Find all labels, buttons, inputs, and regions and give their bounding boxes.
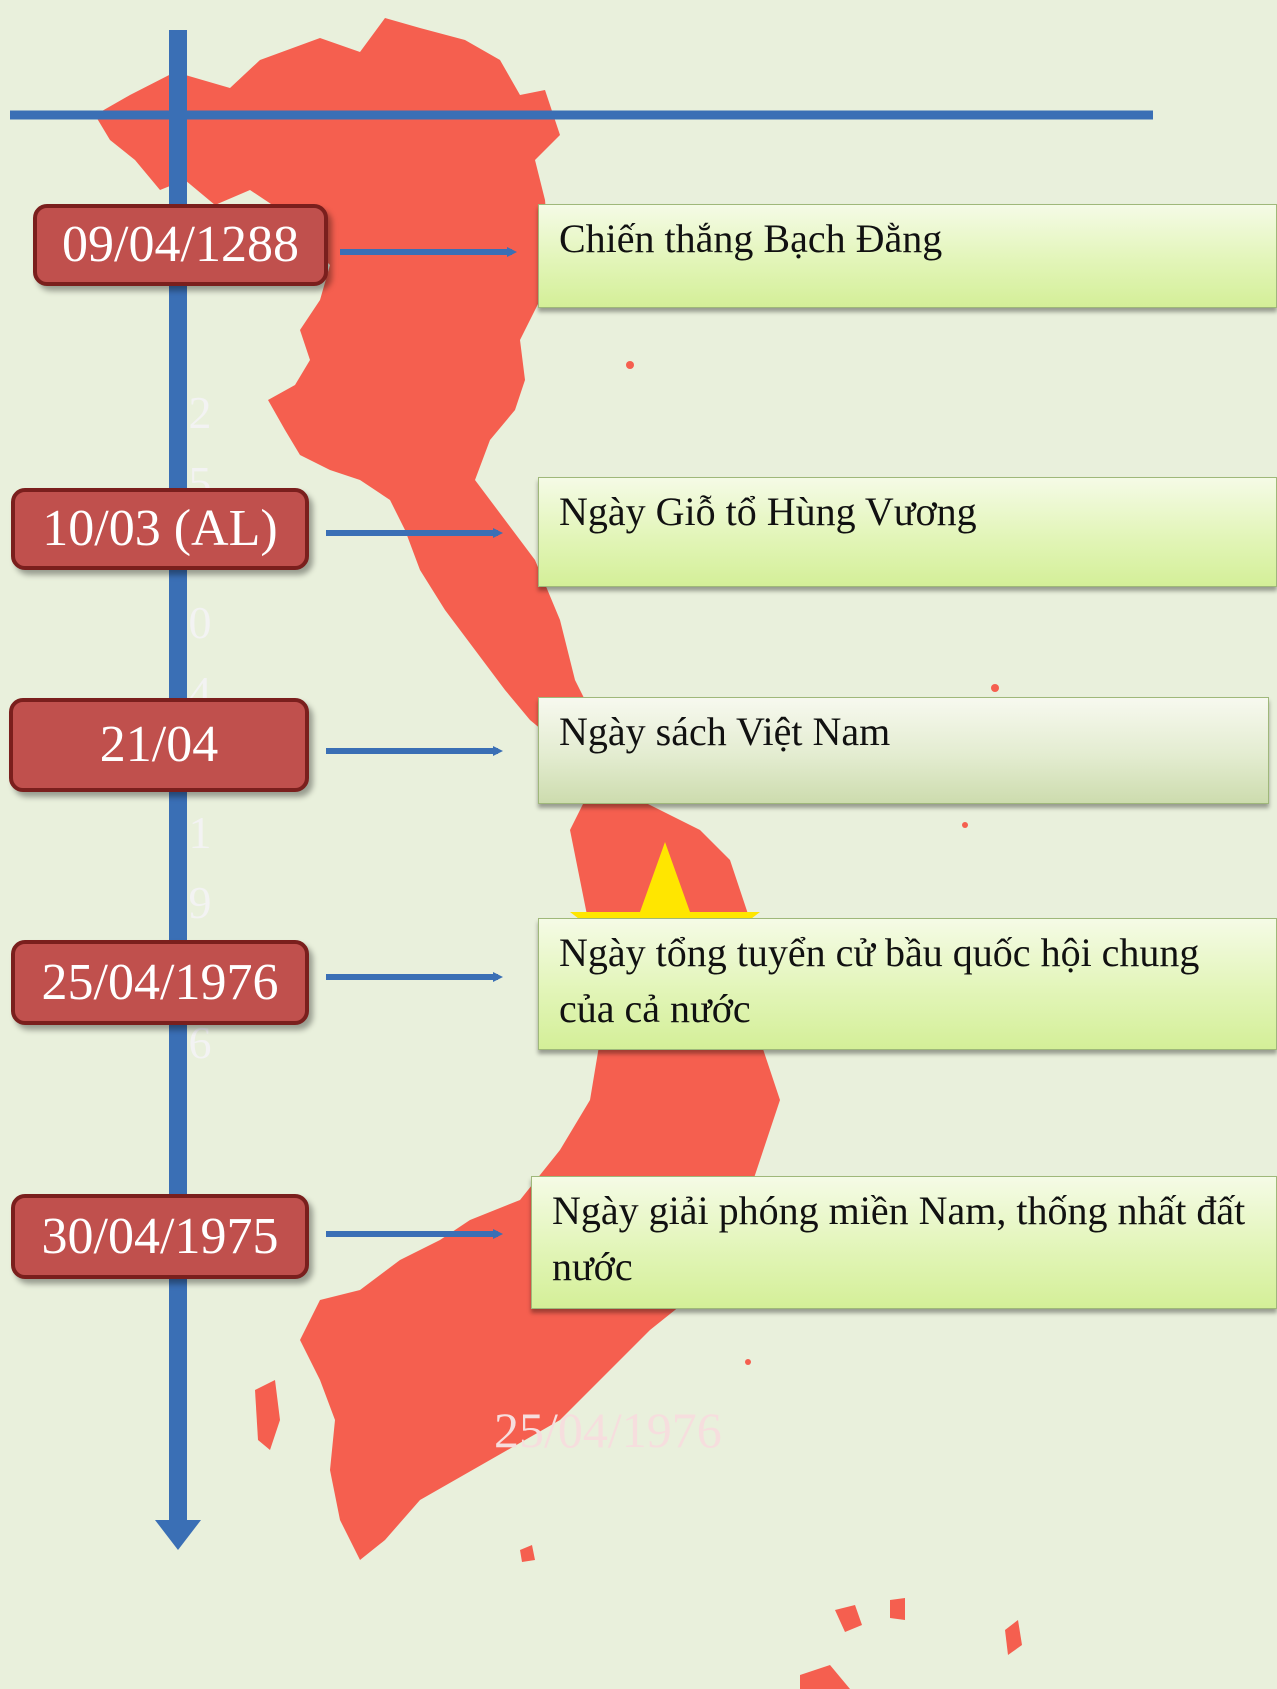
date-box: 21/04 bbox=[9, 698, 309, 792]
island bbox=[255, 1380, 280, 1450]
vertical-digit: 6 bbox=[188, 1017, 212, 1068]
connector-arrows bbox=[326, 247, 517, 1239]
vertical-digit: 9 bbox=[188, 877, 212, 928]
vertical-digit: 1 bbox=[188, 807, 212, 858]
island bbox=[745, 1359, 751, 1365]
island bbox=[991, 684, 999, 692]
island bbox=[835, 1605, 862, 1632]
vertical-digit: 2 bbox=[188, 387, 212, 438]
event-box: Chiến thắng Bạch Đằng bbox=[538, 204, 1277, 308]
island bbox=[520, 1545, 535, 1562]
island bbox=[962, 822, 968, 828]
island bbox=[1005, 1620, 1022, 1655]
date-box: 25/04/1976 bbox=[11, 940, 309, 1025]
axis-arrow-head-icon bbox=[155, 1520, 201, 1550]
vertical-digit: 0 bbox=[188, 597, 212, 648]
island bbox=[890, 1598, 905, 1620]
footer-date-label: 25/04/1976 bbox=[494, 1402, 722, 1458]
island bbox=[626, 361, 634, 369]
event-box: Ngày Giỗ tổ Hùng Vương bbox=[538, 477, 1277, 587]
event-box: Ngày sách Việt Nam bbox=[538, 697, 1269, 804]
date-box: 09/04/1288 bbox=[33, 204, 328, 286]
island bbox=[800, 1665, 850, 1689]
event-box: Ngày giải phóng miền Nam, thống nhất đất… bbox=[531, 1176, 1277, 1309]
date-box: 10/03 (AL) bbox=[11, 488, 309, 570]
vietnam-map-shape bbox=[95, 18, 780, 1560]
date-box: 30/04/1975 bbox=[11, 1194, 309, 1279]
event-box: Ngày tổng tuyển cử bầu quốc hội chung củ… bbox=[538, 918, 1277, 1050]
